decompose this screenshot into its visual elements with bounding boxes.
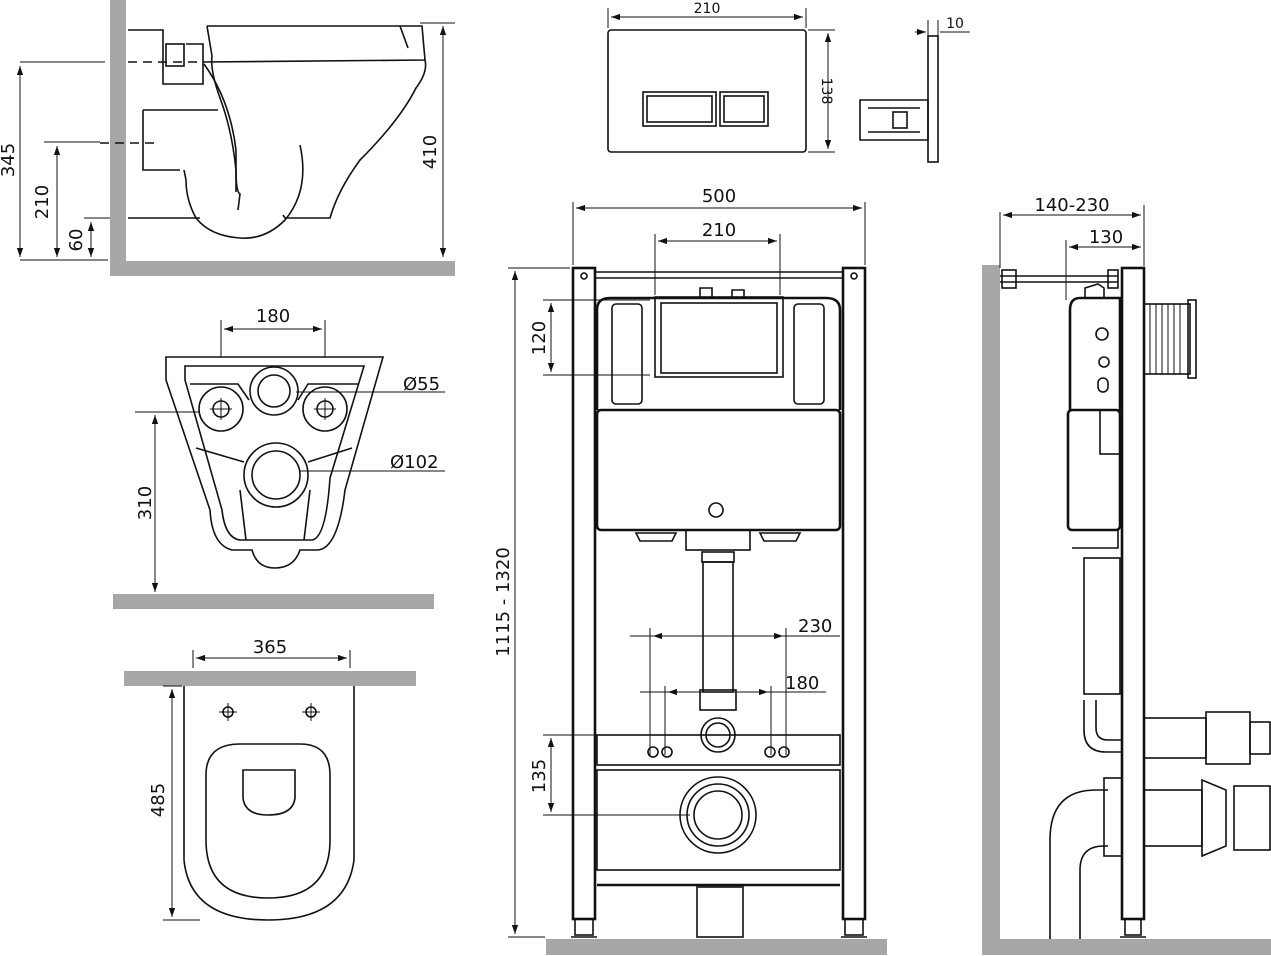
plate-dim-10-label: 10: [946, 16, 964, 32]
dim-365-label: 365: [253, 637, 287, 658]
side-dim-140-230-label: 140-230: [1034, 195, 1109, 216]
dim-60-label: 60: [66, 229, 87, 252]
frame-height-label: 1115 - 1320: [493, 547, 514, 657]
frame-front-view: 500 210 120 1115 - 1320 230 180 135: [493, 186, 887, 955]
dim-210-label: 210: [32, 185, 53, 219]
dim-d102-label: Ø102: [390, 452, 439, 473]
frame-dim-120-label: 120: [529, 321, 550, 355]
front-view-floor: [546, 939, 887, 955]
dim-180-label: 180: [256, 306, 290, 327]
side-frame-wall: [982, 265, 1000, 955]
plate-dim-138-label: 138: [818, 78, 834, 105]
frame-side-view: 140-230 130: [982, 195, 1271, 955]
dim-345-label: 345: [0, 143, 19, 177]
dim-310-label: 310: [135, 486, 156, 520]
bottom-view-floor: [113, 594, 434, 609]
top-view-wall: [124, 671, 416, 686]
frame-dim-180-label: 180: [785, 673, 819, 694]
frame-dim-500-label: 500: [702, 186, 736, 207]
frame-dim-135-label: 135: [529, 759, 550, 793]
side-view-wall: [110, 0, 126, 276]
toilet-bottom-view: 180 Ø55 Ø102 310: [113, 306, 445, 609]
side-dim-130-label: 130: [1089, 227, 1123, 248]
toilet-top-view: 365 485: [124, 637, 416, 921]
dim-410-label: 410: [420, 135, 441, 169]
frame-dim-210-label: 210: [702, 220, 736, 241]
toilet-side-view: 345 210 60 410: [0, 0, 455, 276]
dim-d55-label: Ø55: [403, 374, 440, 395]
dim-485-label: 485: [148, 783, 169, 817]
side-view-floor: [110, 261, 455, 276]
flush-plate: 210 138 10: [607, 1, 970, 163]
side-frame-floor: [982, 939, 1271, 955]
plate-dim-210-label: 210: [694, 1, 721, 17]
frame-dim-230-label: 230: [798, 616, 832, 637]
